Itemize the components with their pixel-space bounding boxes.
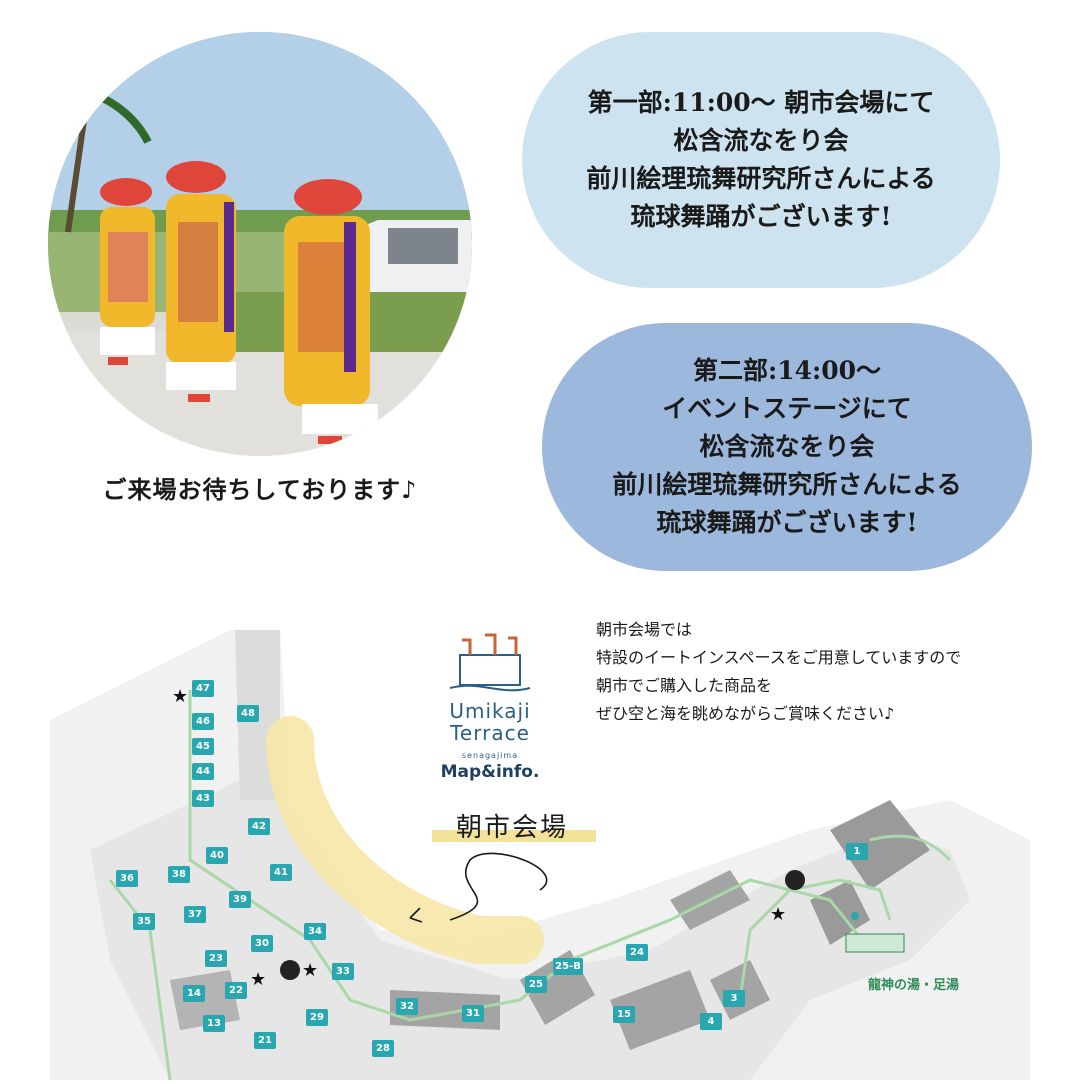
session1-line: 第一部:11:00～ 朝市会場にて bbox=[587, 88, 935, 117]
map-unit-25-B: 25-B bbox=[553, 958, 583, 975]
session2-line: 前川絵理琉舞研究所さんによる bbox=[612, 470, 962, 499]
session1-line: 琉球舞踊がございます! bbox=[630, 202, 892, 231]
brand-sub: senagajima bbox=[461, 751, 519, 760]
session2-box: 第二部:14:00～ イベントステージにて 松含流なをり会 前川絵理琉舞研究所さ… bbox=[542, 323, 1032, 571]
map-unit-33: 33 bbox=[332, 963, 354, 980]
spring-label: 龍神の湯・足湯 bbox=[868, 978, 960, 993]
star-icon: ★ bbox=[770, 904, 786, 925]
map-unit-40: 40 bbox=[206, 847, 228, 864]
star-icon: ★ bbox=[250, 969, 266, 990]
map-unit-44: 44 bbox=[192, 763, 214, 780]
map-unit-37: 37 bbox=[184, 906, 206, 923]
map-unit-34: 34 bbox=[304, 923, 326, 940]
dancers-illustration bbox=[48, 32, 472, 456]
wc-icon bbox=[280, 960, 300, 980]
welcome-message: ご来場お待ちしております♪ bbox=[102, 475, 418, 504]
dancers-photo bbox=[48, 32, 472, 456]
map-unit-35: 35 bbox=[133, 913, 155, 930]
session2-line: イベントステージにて bbox=[662, 394, 912, 423]
map-unit-4: 4 bbox=[700, 1013, 722, 1030]
notice-line: 朝市会場では bbox=[596, 620, 693, 639]
map-unit-23: 23 bbox=[205, 950, 227, 967]
brand-name-line1: Umikaji bbox=[449, 699, 531, 723]
map-unit-46: 46 bbox=[192, 713, 214, 730]
map-unit-42: 42 bbox=[248, 818, 270, 835]
map-unit-25: 25 bbox=[525, 976, 547, 993]
session1-line: 前川絵理琉舞研究所さんによる bbox=[586, 164, 936, 193]
map-unit-45: 45 bbox=[192, 738, 214, 755]
map-unit-41: 41 bbox=[270, 864, 292, 881]
map-unit-31: 31 bbox=[462, 1005, 484, 1022]
map-unit-47: 47 bbox=[192, 680, 214, 697]
map-unit-38: 38 bbox=[168, 866, 190, 883]
map-unit-29: 29 bbox=[306, 1009, 328, 1026]
map-unit-13: 13 bbox=[203, 1015, 225, 1032]
brand-name-line2: Terrace bbox=[450, 721, 530, 745]
notice-text: 朝市会場では 特設のイートインスペースをご用意していますので 朝市でご購入した商… bbox=[596, 616, 1056, 728]
market-label: 朝市会場 bbox=[432, 808, 596, 848]
session1-line: 松含流なをり会 bbox=[673, 126, 849, 155]
map-unit-36: 36 bbox=[116, 870, 138, 887]
brand-map-info: Map&info. bbox=[440, 762, 540, 782]
brand-name: Umikaji Terrace bbox=[420, 700, 560, 744]
notice-line: ぜひ空と海を眺めながらご賞味ください♪ bbox=[596, 704, 895, 723]
map-unit-15: 15 bbox=[613, 1006, 635, 1023]
map-unit-28: 28 bbox=[372, 1040, 394, 1057]
notice-line: 特設のイートインスペースをご用意していますので bbox=[596, 648, 962, 667]
map-unit-22: 22 bbox=[225, 982, 247, 999]
map-unit-48: 48 bbox=[237, 705, 259, 722]
map-unit-14: 14 bbox=[183, 985, 205, 1002]
market-label-text: 朝市会場 bbox=[455, 813, 568, 843]
castle-logo-icon bbox=[449, 633, 531, 692]
session2-line: 琉球舞踊がございます! bbox=[656, 508, 918, 537]
map-unit-39: 39 bbox=[229, 891, 251, 908]
session2-line: 松含流なをり会 bbox=[699, 432, 875, 461]
session2-line: 第二部:14:00～ bbox=[692, 356, 882, 385]
wc-icon bbox=[785, 870, 805, 890]
map-unit-24: 24 bbox=[626, 944, 648, 961]
map-unit-3: 3 bbox=[723, 990, 745, 1007]
map-unit-30: 30 bbox=[251, 935, 273, 952]
map-unit-1: 1 bbox=[846, 843, 868, 860]
map-unit-43: 43 bbox=[192, 790, 214, 807]
map-unit-32: 32 bbox=[396, 998, 418, 1015]
map-unit-21: 21 bbox=[254, 1032, 276, 1049]
session1-box: 第一部:11:00～ 朝市会場にて 松含流なをり会 前川絵理琉舞研究所さんによる… bbox=[522, 32, 1000, 288]
star-icon: ★ bbox=[172, 686, 188, 707]
star-icon: ★ bbox=[302, 960, 318, 981]
notice-line: 朝市でご購入した商品を bbox=[596, 676, 773, 695]
